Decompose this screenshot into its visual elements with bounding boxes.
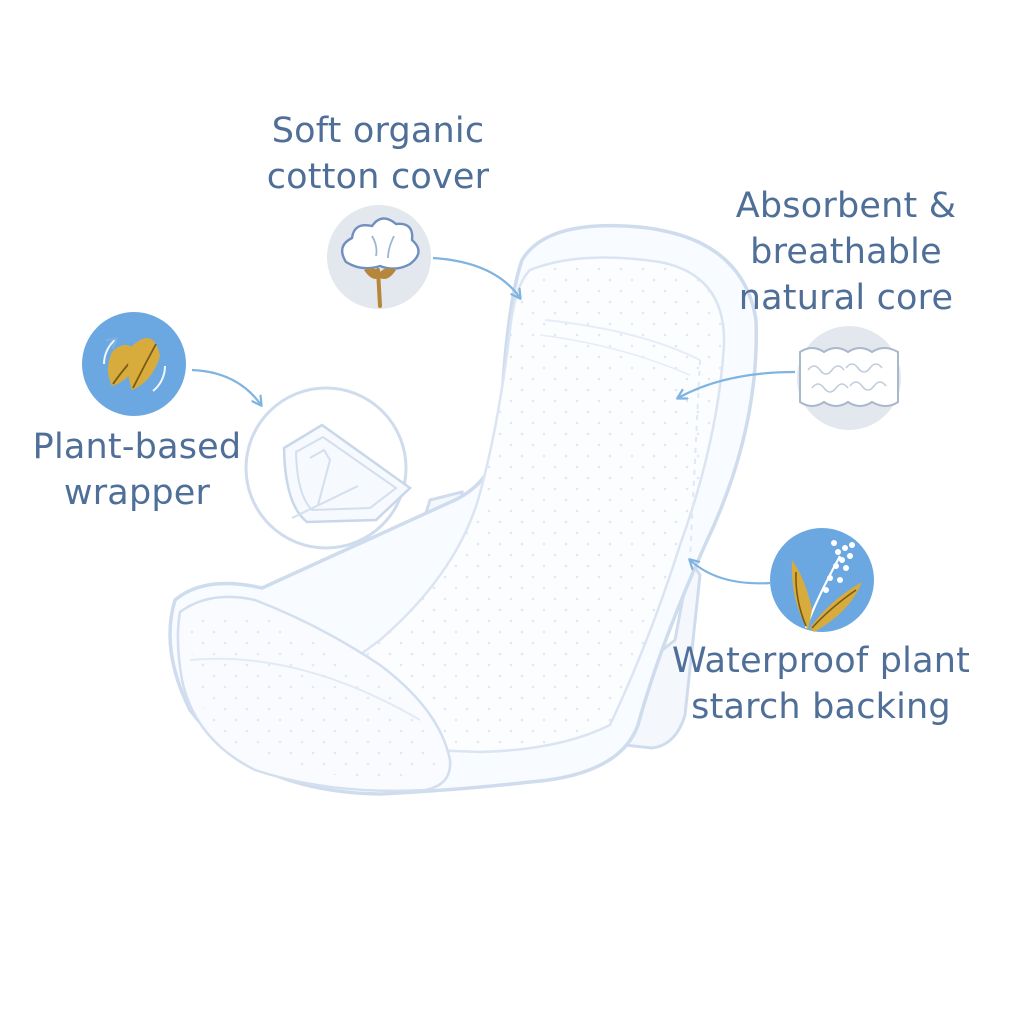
label-cotton-line1: Soft organic	[271, 111, 485, 151]
sanitary-pad	[168, 223, 759, 796]
label-plant-based-wrapper: Plant-based wrapper	[26, 424, 248, 516]
label-backing-line2: starch backing	[691, 687, 951, 727]
label-wrapper-line1: Plant-based	[32, 427, 242, 467]
arrow-wrapper	[191, 368, 261, 405]
wrapper-magnifier	[244, 386, 412, 550]
label-cotton-line2: cotton cover	[266, 157, 490, 197]
label-wrapper-line2: wrapper	[63, 473, 211, 513]
arrow-core	[678, 370, 796, 398]
label-cotton-cover: Soft organic cotton cover	[258, 108, 498, 200]
leaf-icon	[82, 312, 186, 416]
wheat-icon	[770, 528, 874, 632]
label-backing-line1: Waterproof plant	[671, 641, 971, 681]
label-starch-backing: Waterproof plant starch backing	[668, 638, 974, 730]
label-core-line3: natural core	[738, 278, 954, 318]
label-core-line2: breathable	[750, 232, 942, 272]
fluffy-core-icon	[797, 326, 901, 430]
label-core-line1: Absorbent &	[735, 186, 957, 226]
arrow-cotton	[432, 256, 520, 298]
label-natural-core: Absorbent & breathable natural core	[728, 183, 964, 321]
arrow-backing	[690, 560, 771, 585]
cotton-boll-icon	[327, 205, 431, 309]
